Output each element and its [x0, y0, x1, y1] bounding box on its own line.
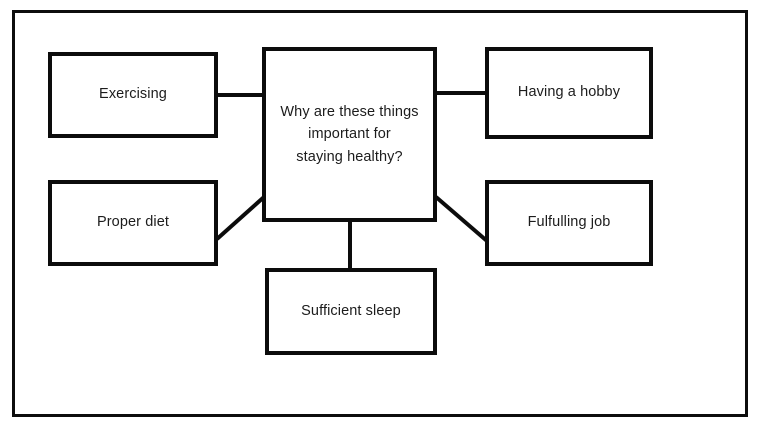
node-fulfulling-job[interactable]: Fulfulling job — [485, 180, 653, 266]
node-having-a-hobby-label: Having a hobby — [517, 84, 621, 101]
node-proper-diet-label: Proper diet — [96, 214, 170, 231]
node-having-a-hobby[interactable]: Having a hobby — [485, 47, 653, 139]
node-exercising[interactable]: Exercising — [48, 52, 218, 138]
node-fulfulling-job-label: Fulfulling job — [527, 214, 611, 231]
node-center-question-label: Why are these things important for stayi… — [280, 103, 419, 165]
node-sufficient-sleep-label: Sufficient sleep — [301, 302, 401, 319]
node-exercising-label: Exercising — [99, 86, 167, 103]
node-proper-diet[interactable]: Proper diet — [48, 180, 218, 266]
node-sufficient-sleep[interactable]: Sufficient sleep — [265, 268, 437, 355]
node-center-question[interactable]: Why are these things important for stayi… — [262, 47, 437, 222]
